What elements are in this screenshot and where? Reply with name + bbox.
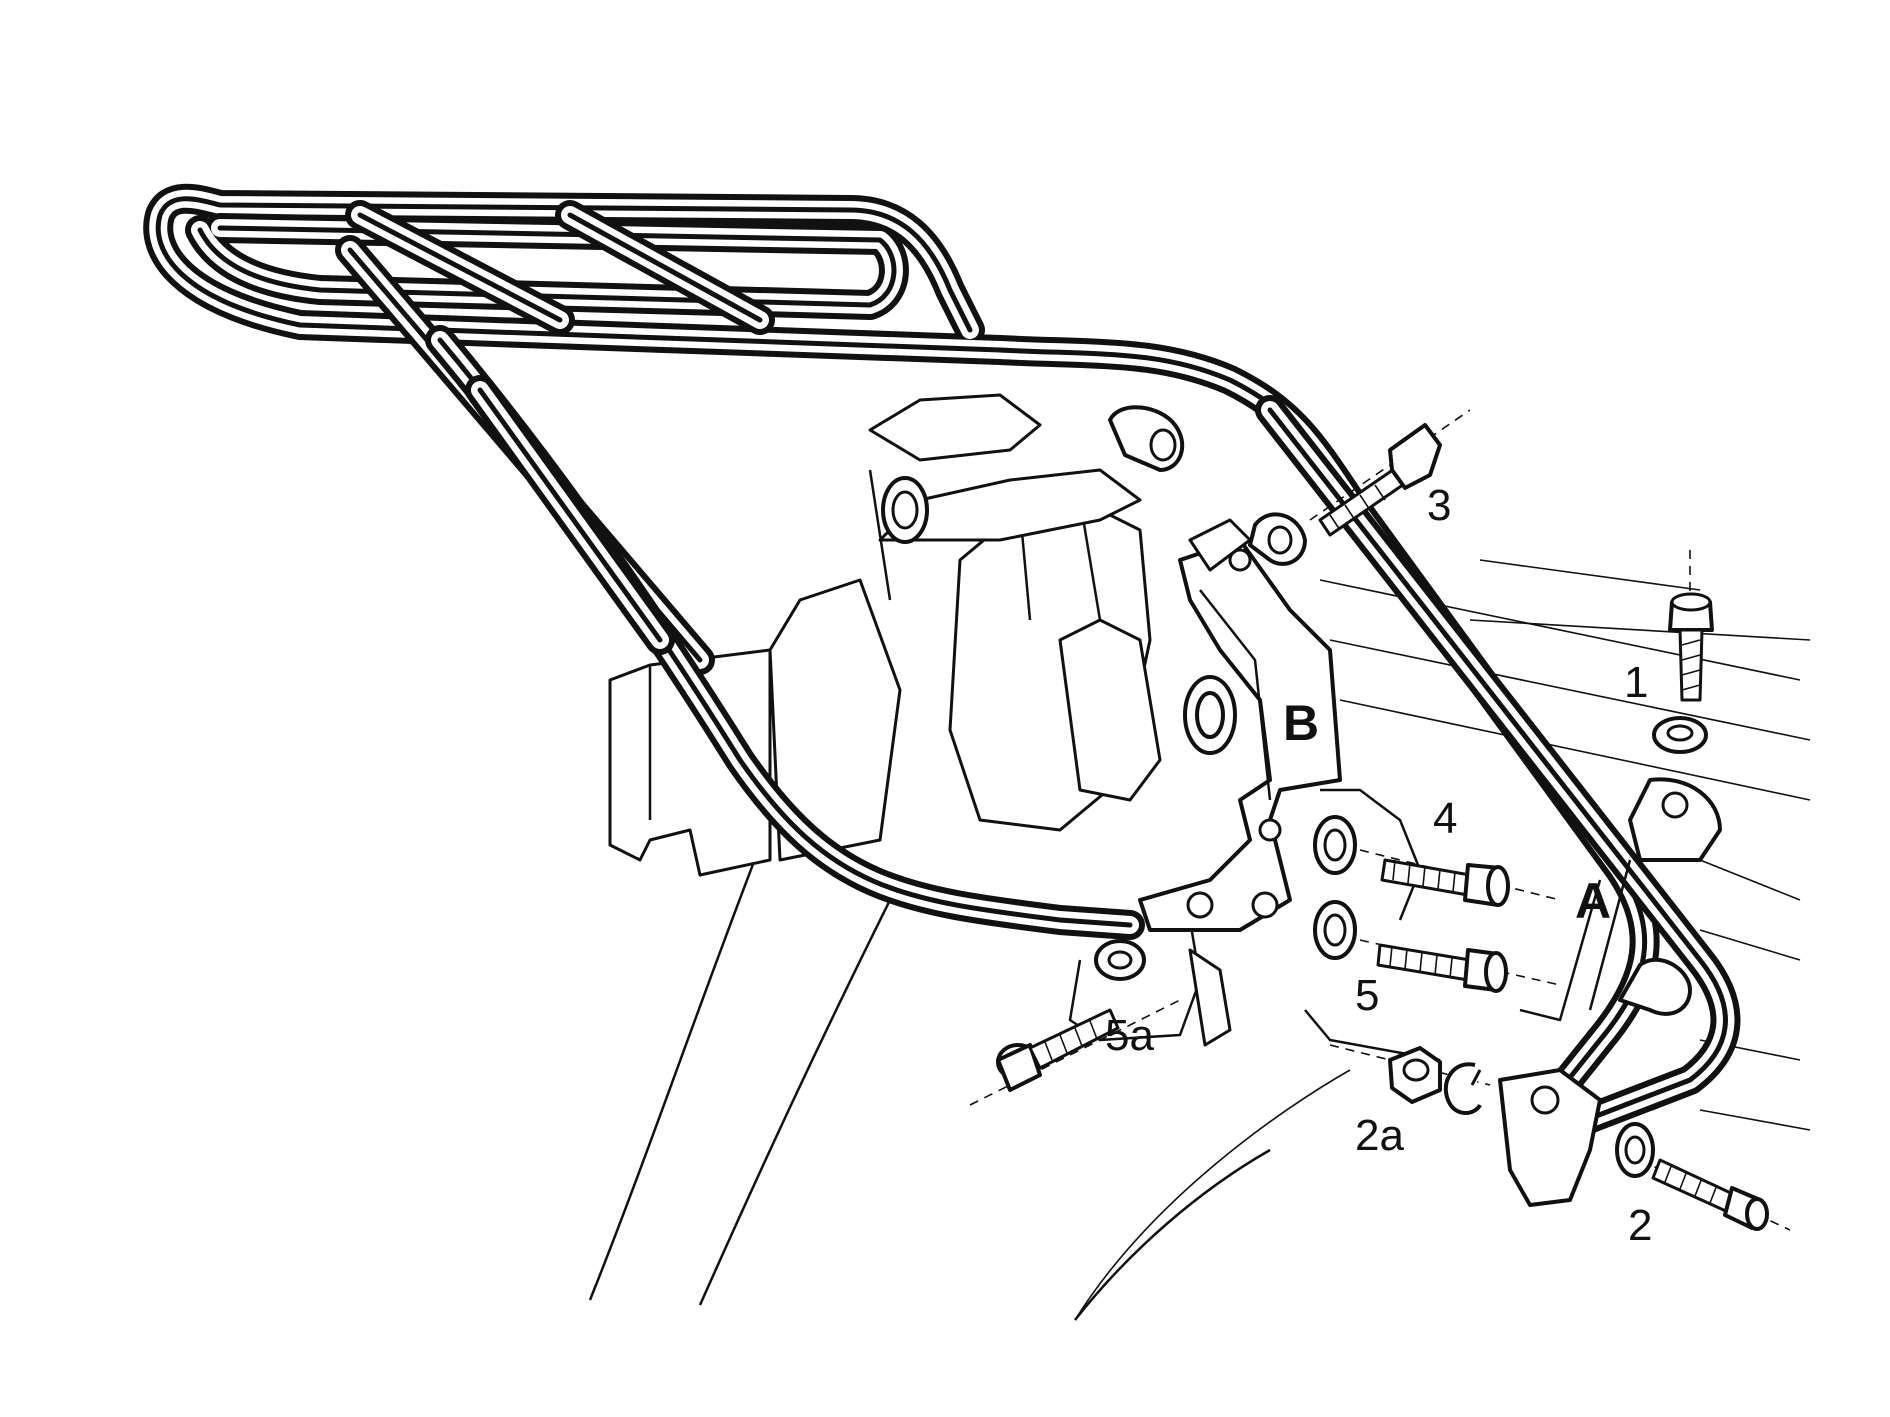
callout-a: A bbox=[1575, 873, 1611, 929]
leader-2a bbox=[1074, 1069, 1351, 1321]
callout-2: 2 bbox=[1628, 1201, 1652, 1250]
callout-2a: 2a bbox=[1355, 1111, 1404, 1160]
callout-1: 1 bbox=[1624, 658, 1648, 707]
bracket-a bbox=[1498, 777, 1722, 1207]
callout-5a: 5a bbox=[1105, 1011, 1154, 1060]
fastener-2-screw bbox=[1615, 1122, 1791, 1231]
luggage-rack bbox=[143, 183, 1741, 1145]
fastener-1-bolt bbox=[1652, 550, 1714, 754]
fastener-4-screw bbox=[1313, 815, 1561, 907]
fastener-2a-nut bbox=[1329, 1044, 1491, 1115]
callout-labels: 3 1 B 4 A 5 5a 2a 2 bbox=[1105, 481, 1652, 1250]
callout-4: 4 bbox=[1433, 794, 1457, 843]
callout-5: 5 bbox=[1355, 971, 1379, 1020]
subframe-body bbox=[608, 393, 1441, 1062]
callout-3: 3 bbox=[1427, 481, 1451, 530]
fastener-5a-screw bbox=[969, 939, 1181, 1106]
callout-b: B bbox=[1283, 695, 1319, 751]
fastener-3-bolt bbox=[1108, 405, 1471, 566]
bracket-b bbox=[1138, 518, 1342, 932]
fastener-5-screw bbox=[1313, 900, 1561, 993]
